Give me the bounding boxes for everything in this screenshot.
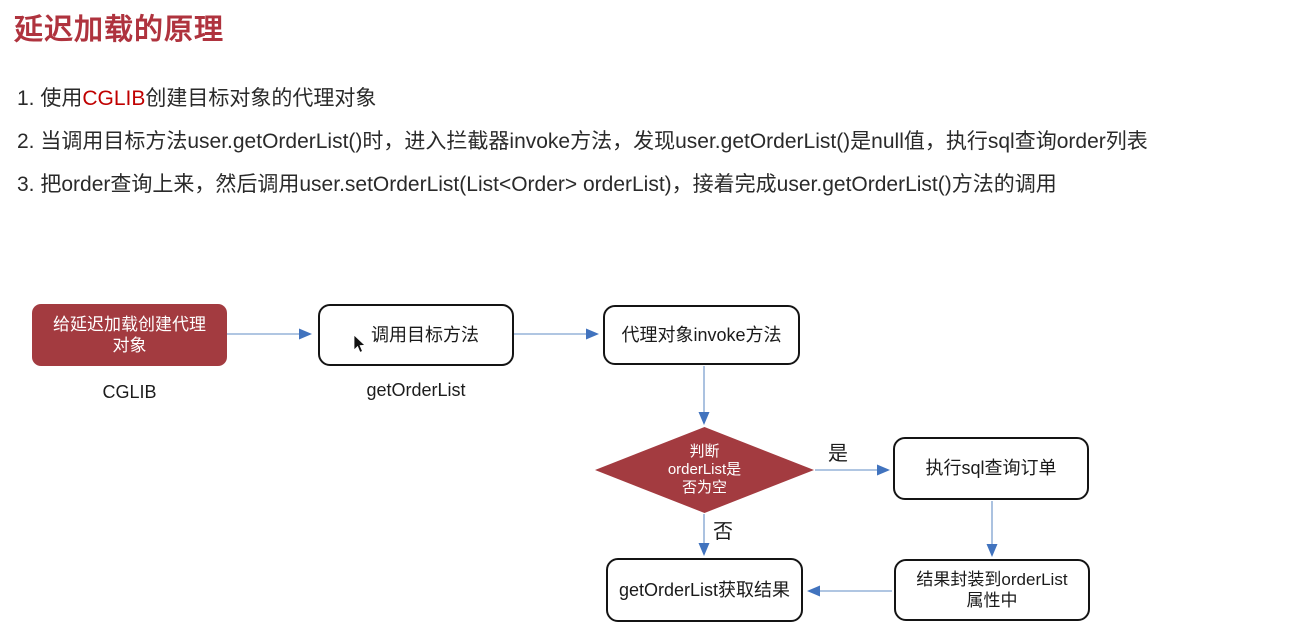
flow-node-getorderlist-result: getOrderList获取结果 xyxy=(606,558,803,622)
edge-label-no: 否 xyxy=(713,521,733,543)
note-line-1-prefix: 1. 使用 xyxy=(17,87,83,110)
caption-getorderlist: getOrderList xyxy=(366,380,466,400)
flow-node-wrap-result: 结果封装到orderList 属性中 xyxy=(894,559,1090,621)
flow-node-call-target-method: 调用目标方法 xyxy=(318,304,514,366)
flow-node-decision-orderlist-empty: 判断 orderList是 否为空 xyxy=(595,427,814,513)
flow-node-execute-sql: 执行sql查询订单 xyxy=(893,437,1089,500)
page-title: 延迟加载的原理 xyxy=(14,14,225,46)
edge-label-yes: 是 xyxy=(828,443,848,465)
note-line-3: 3. 把order查询上来，然后调用user.setOrderList(List… xyxy=(17,173,1057,196)
caption-cglib: CGLIB xyxy=(102,382,157,402)
note-line-1: 1. 使用CGLIB创建目标对象的代理对象 xyxy=(17,82,376,112)
decision-diamond-shape xyxy=(595,427,814,513)
decision-label: 判断 orderList是 否为空 xyxy=(667,442,742,497)
flow-node-call-label: 调用目标方法 xyxy=(371,324,479,345)
note-line-1-suffix: 创建目标对象的代理对象 xyxy=(145,87,377,110)
flow-node-create-proxy: 给延迟加载创建代理 对象 xyxy=(32,304,227,366)
note-line-1-highlight: CGLIB xyxy=(82,87,146,110)
flow-node-proxy-invoke: 代理对象invoke方法 xyxy=(603,305,800,365)
mouse-cursor-icon xyxy=(353,312,366,358)
note-line-2: 2. 当调用目标方法user.getOrderList()时，进入拦截器invo… xyxy=(17,130,1148,153)
